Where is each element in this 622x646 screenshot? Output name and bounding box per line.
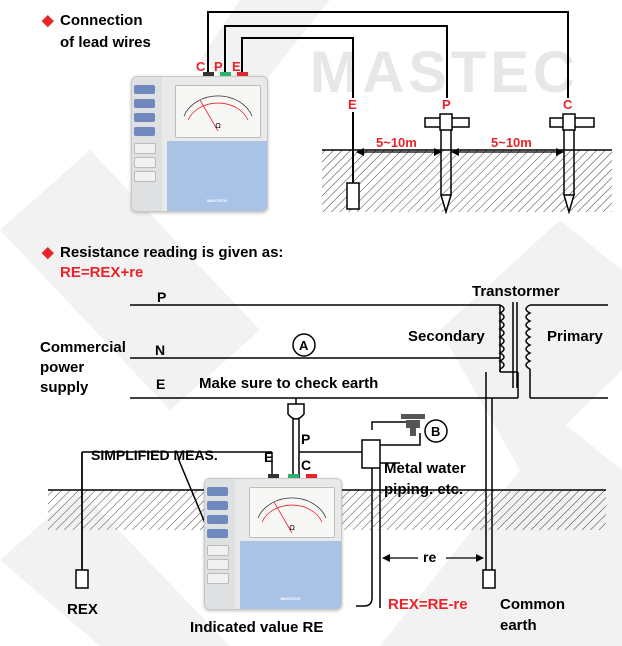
meter-button-panel bbox=[132, 77, 162, 211]
terminal-p-bottom bbox=[288, 474, 299, 478]
spike-label-e: E bbox=[348, 97, 357, 112]
meter-dial: Ω bbox=[175, 85, 261, 138]
earth-tester-bottom: Ω MASTECH bbox=[204, 478, 342, 610]
common-earth-rod bbox=[482, 372, 496, 589]
line-label-n: N bbox=[155, 342, 166, 358]
bullet-diamond-2: ◆ bbox=[42, 244, 54, 261]
spike-c bbox=[549, 113, 595, 215]
metal-pipe-label-1: Metal water bbox=[384, 460, 466, 477]
watermark-text: MASTEC bbox=[310, 40, 579, 105]
spike-label-c: C bbox=[563, 97, 573, 112]
terminal-label-e: E bbox=[232, 59, 241, 74]
svg-text:Ω: Ω bbox=[216, 122, 222, 130]
common-earth-label-2: earth bbox=[500, 617, 537, 634]
power-lines bbox=[130, 304, 608, 399]
meter-button-panel-bottom bbox=[205, 479, 235, 609]
bullet-diamond-1: ◆ bbox=[42, 12, 54, 29]
terminal-label-p: P bbox=[214, 59, 223, 74]
transformer-label: Transtormer bbox=[472, 283, 560, 300]
lead-title-line2: of lead wires bbox=[60, 34, 151, 51]
svg-text:Ω: Ω bbox=[289, 524, 295, 532]
reading-title: Resistance reading is given as: bbox=[60, 244, 284, 261]
terminal-e-top bbox=[237, 72, 248, 76]
simplified-label: SIMPLIFIED MEAS. bbox=[91, 447, 218, 463]
terminal-c-bottom bbox=[306, 474, 317, 478]
rex-formula-label: REX=RE-re bbox=[388, 596, 468, 613]
terminal-e-bottom bbox=[268, 474, 279, 478]
supply-label-3: supply bbox=[40, 379, 89, 396]
terminal-e-label: E bbox=[264, 449, 274, 465]
terminal-p-top bbox=[220, 72, 231, 76]
line-label-p: P bbox=[157, 289, 167, 305]
rex-label: REX bbox=[67, 601, 98, 618]
spike-label-p: P bbox=[442, 97, 451, 112]
marker-b: B bbox=[431, 424, 441, 439]
indicated-label: Indicated value RE bbox=[190, 619, 324, 636]
spike-e bbox=[346, 112, 360, 210]
transformer-coils bbox=[498, 302, 532, 398]
line-label-e: E bbox=[156, 376, 166, 392]
spike-p bbox=[424, 113, 470, 215]
distance-label-1: 5~10m bbox=[376, 135, 417, 150]
marker-circles bbox=[292, 333, 448, 443]
check-earth-label: Make sure to check earth bbox=[199, 375, 379, 392]
meter-dial-bottom: Ω bbox=[248, 486, 335, 539]
meter-brand: MASTECH bbox=[207, 197, 227, 203]
supply-label-1: Commercial bbox=[40, 339, 126, 356]
distance-label-2: 5~10m bbox=[491, 135, 532, 150]
meter-brand-bottom: MASTECH bbox=[280, 595, 301, 601]
reading-formula: RE=REX+re bbox=[60, 264, 144, 281]
re-label: re bbox=[423, 549, 437, 565]
terminal-c-label: C bbox=[301, 457, 312, 473]
terminal-label-c: C bbox=[196, 59, 206, 74]
metal-pipe-label-2: piping. etc. bbox=[384, 481, 464, 498]
primary-label: Primary bbox=[547, 328, 603, 345]
lead-wires bbox=[207, 11, 569, 98]
terminal-c-top bbox=[203, 72, 214, 76]
secondary-label: Secondary bbox=[408, 328, 485, 345]
lead-title-line1: Connection bbox=[60, 12, 143, 29]
meter-lower-panel-bottom: MASTECH bbox=[240, 541, 341, 609]
marker-a: A bbox=[299, 338, 309, 353]
supply-label-2: power bbox=[40, 359, 85, 376]
faucet-icon bbox=[401, 414, 425, 436]
common-earth-label-1: Common bbox=[500, 596, 565, 613]
terminal-p-label: P bbox=[301, 431, 311, 447]
earth-tester-top: Ω MASTECH bbox=[131, 76, 268, 212]
rex-earth-rod bbox=[75, 452, 89, 589]
meter-lower-panel: MASTECH bbox=[167, 141, 267, 211]
